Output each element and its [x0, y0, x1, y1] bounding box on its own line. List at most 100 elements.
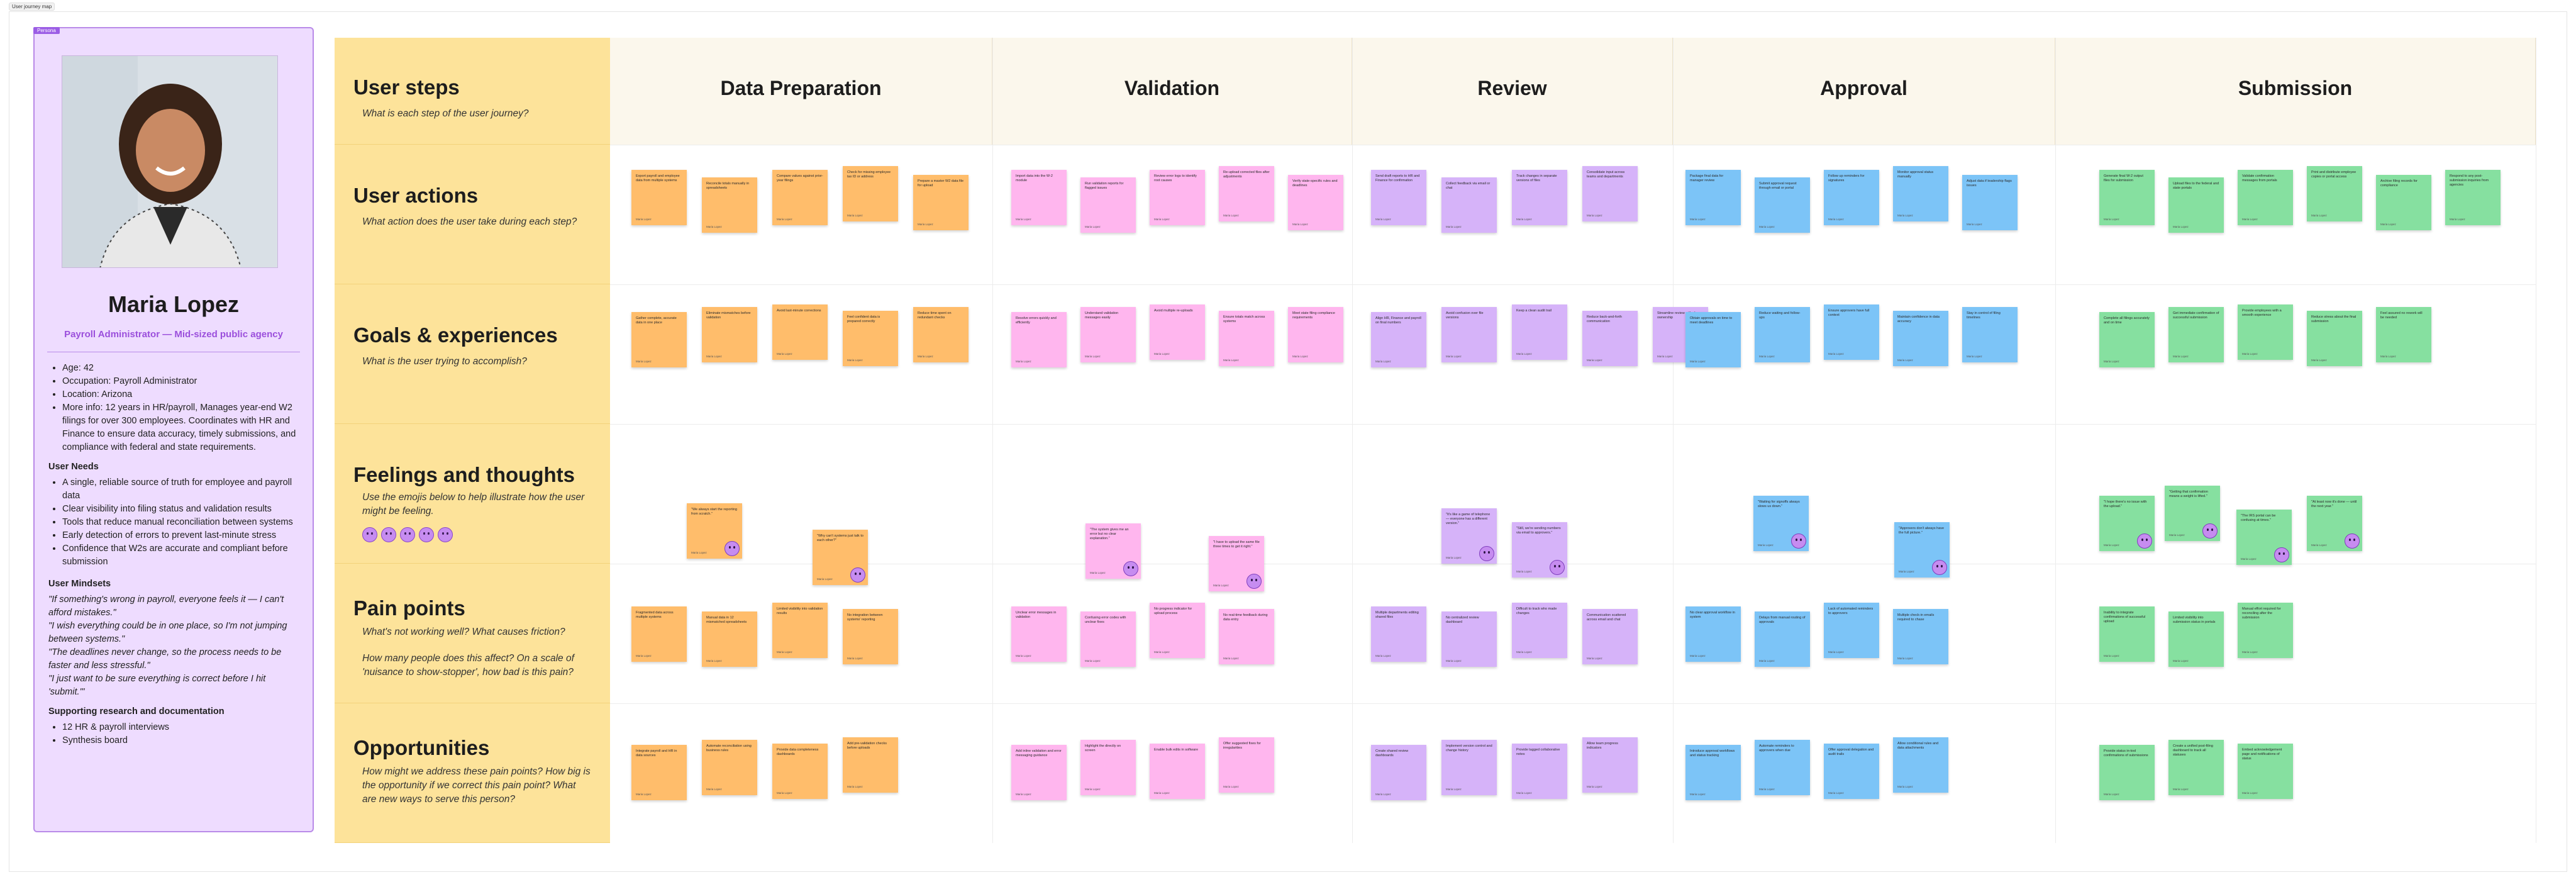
sticky-goals[interactable]: Get immediate confirmation of successful… — [2168, 307, 2224, 362]
sticky-pains[interactable]: Inability to integrate confirmations of … — [2099, 606, 2155, 662]
sticky-feeling[interactable]: "Getting that confirmation means a weigh… — [2165, 486, 2220, 541]
sticky-opps[interactable]: Create a unified post-filing dashboard t… — [2168, 740, 2224, 795]
angry-icon[interactable] — [438, 527, 453, 542]
sticky-feeling[interactable]: "It's like a game of telephone — everyon… — [1441, 508, 1497, 564]
sticky-opps[interactable]: Add pre-validation checks before uploads… — [843, 737, 898, 793]
sticky-feeling[interactable]: "At least now it's done — until the next… — [2307, 496, 2362, 551]
sticky-actions[interactable]: Validate confirmation messages from port… — [2238, 170, 2293, 225]
sticky-actions[interactable]: Check for missing employee tax ID or add… — [843, 166, 898, 221]
sticky-goals[interactable]: Align HR, Finance and payroll on final n… — [1371, 312, 1426, 367]
sticky-goals[interactable]: Obtain approvals on time to meet deadlin… — [1685, 312, 1741, 367]
sticky-actions[interactable]: Run validation reports for flagged issue… — [1080, 177, 1136, 233]
sticky-opps[interactable]: Implement version control and change his… — [1441, 740, 1497, 795]
sticky-goals[interactable]: Complete all filings accurately and on t… — [2099, 312, 2155, 367]
sticky-feeling[interactable]: "We always start the reporting from scra… — [687, 503, 742, 559]
sticky-pains[interactable]: No integration between systems' reportin… — [843, 609, 898, 664]
sticky-opps[interactable]: Integrate payroll and HR in data sources… — [631, 745, 687, 800]
sticky-goals[interactable]: Meet state filing compliance requirement… — [1288, 307, 1343, 362]
sticky-pains[interactable]: Multiple departments editing shared file… — [1371, 606, 1426, 662]
sticky-actions[interactable]: Compare values against prior-year filing… — [772, 170, 828, 225]
sticky-actions[interactable]: Submit approval request through email or… — [1755, 177, 1810, 233]
sticky-feeling[interactable]: "Waiting for signoffs always slows us do… — [1753, 496, 1809, 551]
sticky-opps[interactable]: Add inline validation and error messagin… — [1011, 745, 1067, 800]
sticky-actions[interactable]: Re-upload corrected files after adjustme… — [1219, 166, 1274, 221]
sticky-actions[interactable]: Reconcile totals manually in spreadsheet… — [702, 177, 757, 233]
very-happy-icon[interactable] — [362, 527, 377, 542]
sticky-pains[interactable]: Communication scattered across email and… — [1582, 609, 1638, 664]
sticky-pains[interactable]: Manual effort required for reconciling a… — [2238, 603, 2293, 658]
sticky-feeling[interactable]: "I hope there's no issue with the upload… — [2099, 496, 2155, 551]
sticky-opps[interactable]: Automate reminders to approvers when due… — [1755, 740, 1810, 795]
sticky-actions[interactable]: Export payroll and employee data from mu… — [631, 170, 687, 225]
sticky-feeling[interactable]: "The IRS portal can be confusing at time… — [2236, 510, 2292, 565]
sticky-pains[interactable]: Multiple check-in emails required to cha… — [1893, 609, 1948, 664]
sticky-actions[interactable]: Consolidate input across teams and depar… — [1582, 166, 1638, 221]
neutral-icon[interactable] — [400, 527, 415, 542]
sticky-opps[interactable]: Allow conditional rules and data attachm… — [1893, 737, 1948, 793]
sticky-goals[interactable]: Reduce stress about the final submission… — [2307, 311, 2362, 366]
sticky-feeling[interactable]: "Still, we're sending numbers via email … — [1512, 522, 1567, 578]
sticky-opps[interactable]: Offer approval delegation and audit trai… — [1824, 744, 1879, 799]
sticky-actions[interactable]: Track changes in separate versions of fi… — [1512, 170, 1567, 225]
sticky-pains[interactable]: Limited visibility into submission statu… — [2168, 611, 2224, 667]
happy-icon[interactable] — [381, 527, 396, 542]
sticky-feeling[interactable]: "Why can't systems just talk to each oth… — [813, 530, 868, 585]
sticky-pains[interactable]: Manual data in 12 mismatched spreadsheet… — [702, 611, 757, 667]
sticky-pains[interactable]: Lack of automated reminders to approvers… — [1824, 603, 1879, 658]
sticky-goals[interactable]: Gather complete, accurate data in one pl… — [631, 312, 687, 367]
sticky-actions[interactable]: Print and distribute employee copies or … — [2307, 166, 2362, 221]
sticky-opps[interactable]: Offer suggested fixes for irregularities… — [1219, 737, 1274, 793]
sticky-goals[interactable]: Feel confident data is prepared correctl… — [843, 311, 898, 366]
persona-card[interactable]: Persona Maria Lopez Payroll Administrato… — [33, 27, 314, 832]
sticky-opps[interactable]: Provide status in-tool confirmations of … — [2099, 745, 2155, 800]
sticky-actions[interactable]: Review error logs to identify root cause… — [1150, 170, 1205, 225]
sticky-opps[interactable]: Automate reconciliation using business r… — [702, 740, 757, 795]
sticky-actions[interactable]: Verify state-specific rules and deadline… — [1288, 175, 1343, 230]
sticky-actions[interactable]: Generate final W-2 output files for subm… — [2099, 170, 2155, 225]
sticky-pains[interactable]: No progress indicator for upload process… — [1150, 603, 1205, 658]
sticky-feeling[interactable]: "Approvers don't always have the full pi… — [1894, 522, 1950, 578]
sad-icon[interactable] — [419, 527, 434, 542]
sticky-feeling[interactable]: "I have to upload the same file three ti… — [1209, 536, 1264, 591]
sticky-actions[interactable]: Send draft reports to HR and Finance for… — [1371, 170, 1426, 225]
sticky-pains[interactable]: Limited visibility into validation resul… — [772, 603, 828, 658]
sticky-actions[interactable]: Upload files to the federal and state po… — [2168, 177, 2224, 233]
sticky-feeling[interactable]: "The system gives me an error but no cle… — [1085, 523, 1141, 579]
sticky-pains[interactable]: Confusing error codes with unclear fixes… — [1080, 611, 1136, 667]
sticky-actions[interactable]: Respond to any post-submission inquiries… — [2445, 170, 2501, 225]
sticky-actions[interactable]: Prepare a master W2 data file for upload… — [913, 175, 969, 230]
